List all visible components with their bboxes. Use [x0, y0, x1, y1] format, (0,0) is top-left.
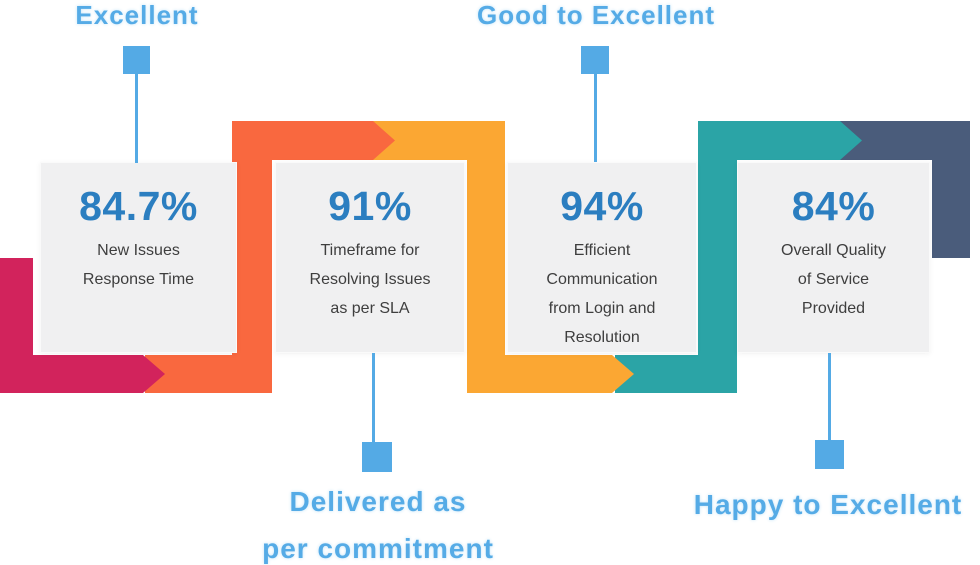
stat-label-line: Resolving Issues	[309, 271, 431, 288]
callout-connector-line	[594, 74, 597, 162]
callout-connector-line	[372, 353, 375, 443]
stat-value: 91%	[328, 183, 412, 229]
ribbon-teal-arrow	[615, 121, 862, 393]
stat-card-efficient-communication: 94% Efficient Communication from Login a…	[507, 162, 697, 353]
callout-label-delivered-as-per-commitment: Delivered as per commitment	[262, 478, 494, 565]
stat-label-line: Provided	[801, 300, 866, 317]
stat-label-line: Overall Quality	[781, 242, 886, 259]
stat-label: Overall Quality of Service Provided	[738, 236, 929, 323]
callout-text-line: per commitment	[262, 533, 494, 564]
stat-card-overall-quality: 84% Overall Quality of Service Provided	[737, 162, 930, 353]
callout-text-line: Excellent	[75, 0, 199, 30]
callout-marker-square	[123, 46, 150, 74]
stat-label-line: New Issues	[97, 242, 180, 259]
stat-value: 84.7%	[79, 183, 198, 229]
stat-value: 84%	[791, 183, 876, 229]
stat-value: 94%	[560, 183, 644, 229]
stat-label-line: as per SLA	[330, 300, 410, 317]
callout-label-happy-to-excellent: Happy to Excellent	[694, 481, 963, 528]
ribbon-crimson-arrow	[0, 258, 165, 393]
stat-label-line: Timeframe for	[320, 242, 420, 259]
callout-marker-square	[362, 442, 392, 472]
stat-label: Efficient Communication from Login and R…	[508, 236, 696, 352]
ribbon-slate-arrow	[838, 121, 970, 258]
callout-text-line: Good to Excellent	[476, 0, 716, 30]
ribbon-amber-arrow	[370, 121, 634, 393]
stat-card-timeframe-sla: 91% Timeframe for Resolving Issues as pe…	[275, 162, 465, 353]
stat-label-line: from Login and	[548, 300, 656, 317]
stat-label-line: Efficient	[573, 242, 631, 259]
ribbon-orange-arrow	[145, 121, 395, 393]
callout-label-excellent: Excellent	[75, 0, 198, 30]
callout-connector-line	[135, 74, 138, 163]
stat-card-new-issues-response-time: 84.7% New Issues Response Time	[40, 162, 237, 353]
callout-connector-line	[828, 353, 831, 440]
stat-label-line: Resolution	[564, 329, 640, 346]
stat-label-line: of Service	[797, 271, 870, 288]
stat-label-line: Response Time	[82, 271, 195, 288]
callout-text-line: Happy to Excellent	[693, 489, 963, 520]
stat-label-line: Communication	[546, 271, 658, 288]
callout-label-good-to-excellent: Good to Excellent	[477, 0, 715, 30]
callout-text-line: Delivered as	[289, 486, 467, 517]
callout-marker-square	[581, 46, 609, 74]
stat-label: New Issues Response Time	[41, 236, 236, 294]
stat-label: Timeframe for Resolving Issues as per SL…	[276, 236, 464, 323]
callout-marker-square	[815, 440, 844, 469]
